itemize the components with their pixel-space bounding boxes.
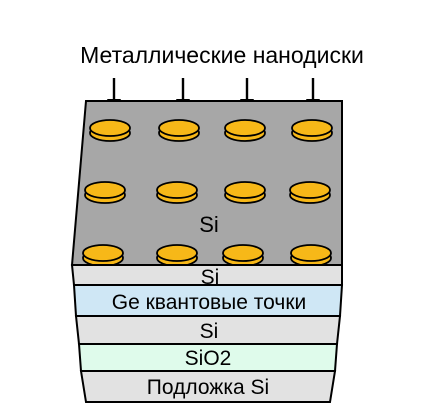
layer-substrate: Подложка Si xyxy=(79,370,337,403)
nanodisk-grid xyxy=(82,119,333,267)
layer-substrate-label: Подложка Si xyxy=(147,376,269,399)
nanodisk xyxy=(224,181,266,204)
nanodisk xyxy=(158,119,200,142)
diagram-title: Металлические нанодиски xyxy=(80,42,364,68)
layer-sio2-label: SiO2 xyxy=(185,347,232,370)
nanodisk xyxy=(82,244,124,267)
layer-si-cap-label: Si xyxy=(201,266,220,289)
layer-si: Si xyxy=(74,315,342,345)
nanodisk xyxy=(290,244,332,267)
nanodisk xyxy=(291,119,333,142)
layer-si-label: Si xyxy=(200,320,219,343)
nanodisk xyxy=(222,244,264,267)
layer-stack: Si Ge квантовые точки Si SiO2 Подложка S… xyxy=(70,264,344,403)
layer-sio2: SiO2 xyxy=(77,343,339,372)
nanodisk xyxy=(156,181,198,204)
nanodisk xyxy=(289,181,331,204)
nanodisk xyxy=(89,119,131,142)
layer-ge-quantum-dots: Ge квантовые точки xyxy=(72,284,344,317)
nanodisk xyxy=(224,119,266,142)
layer-substrate-bg xyxy=(79,370,337,403)
top-surface-label: Si xyxy=(199,212,219,237)
nanodisk xyxy=(84,181,126,204)
layer-ge-quantum-dots-label: Ge квантовые точки xyxy=(112,291,307,314)
nanodisk xyxy=(156,244,198,267)
